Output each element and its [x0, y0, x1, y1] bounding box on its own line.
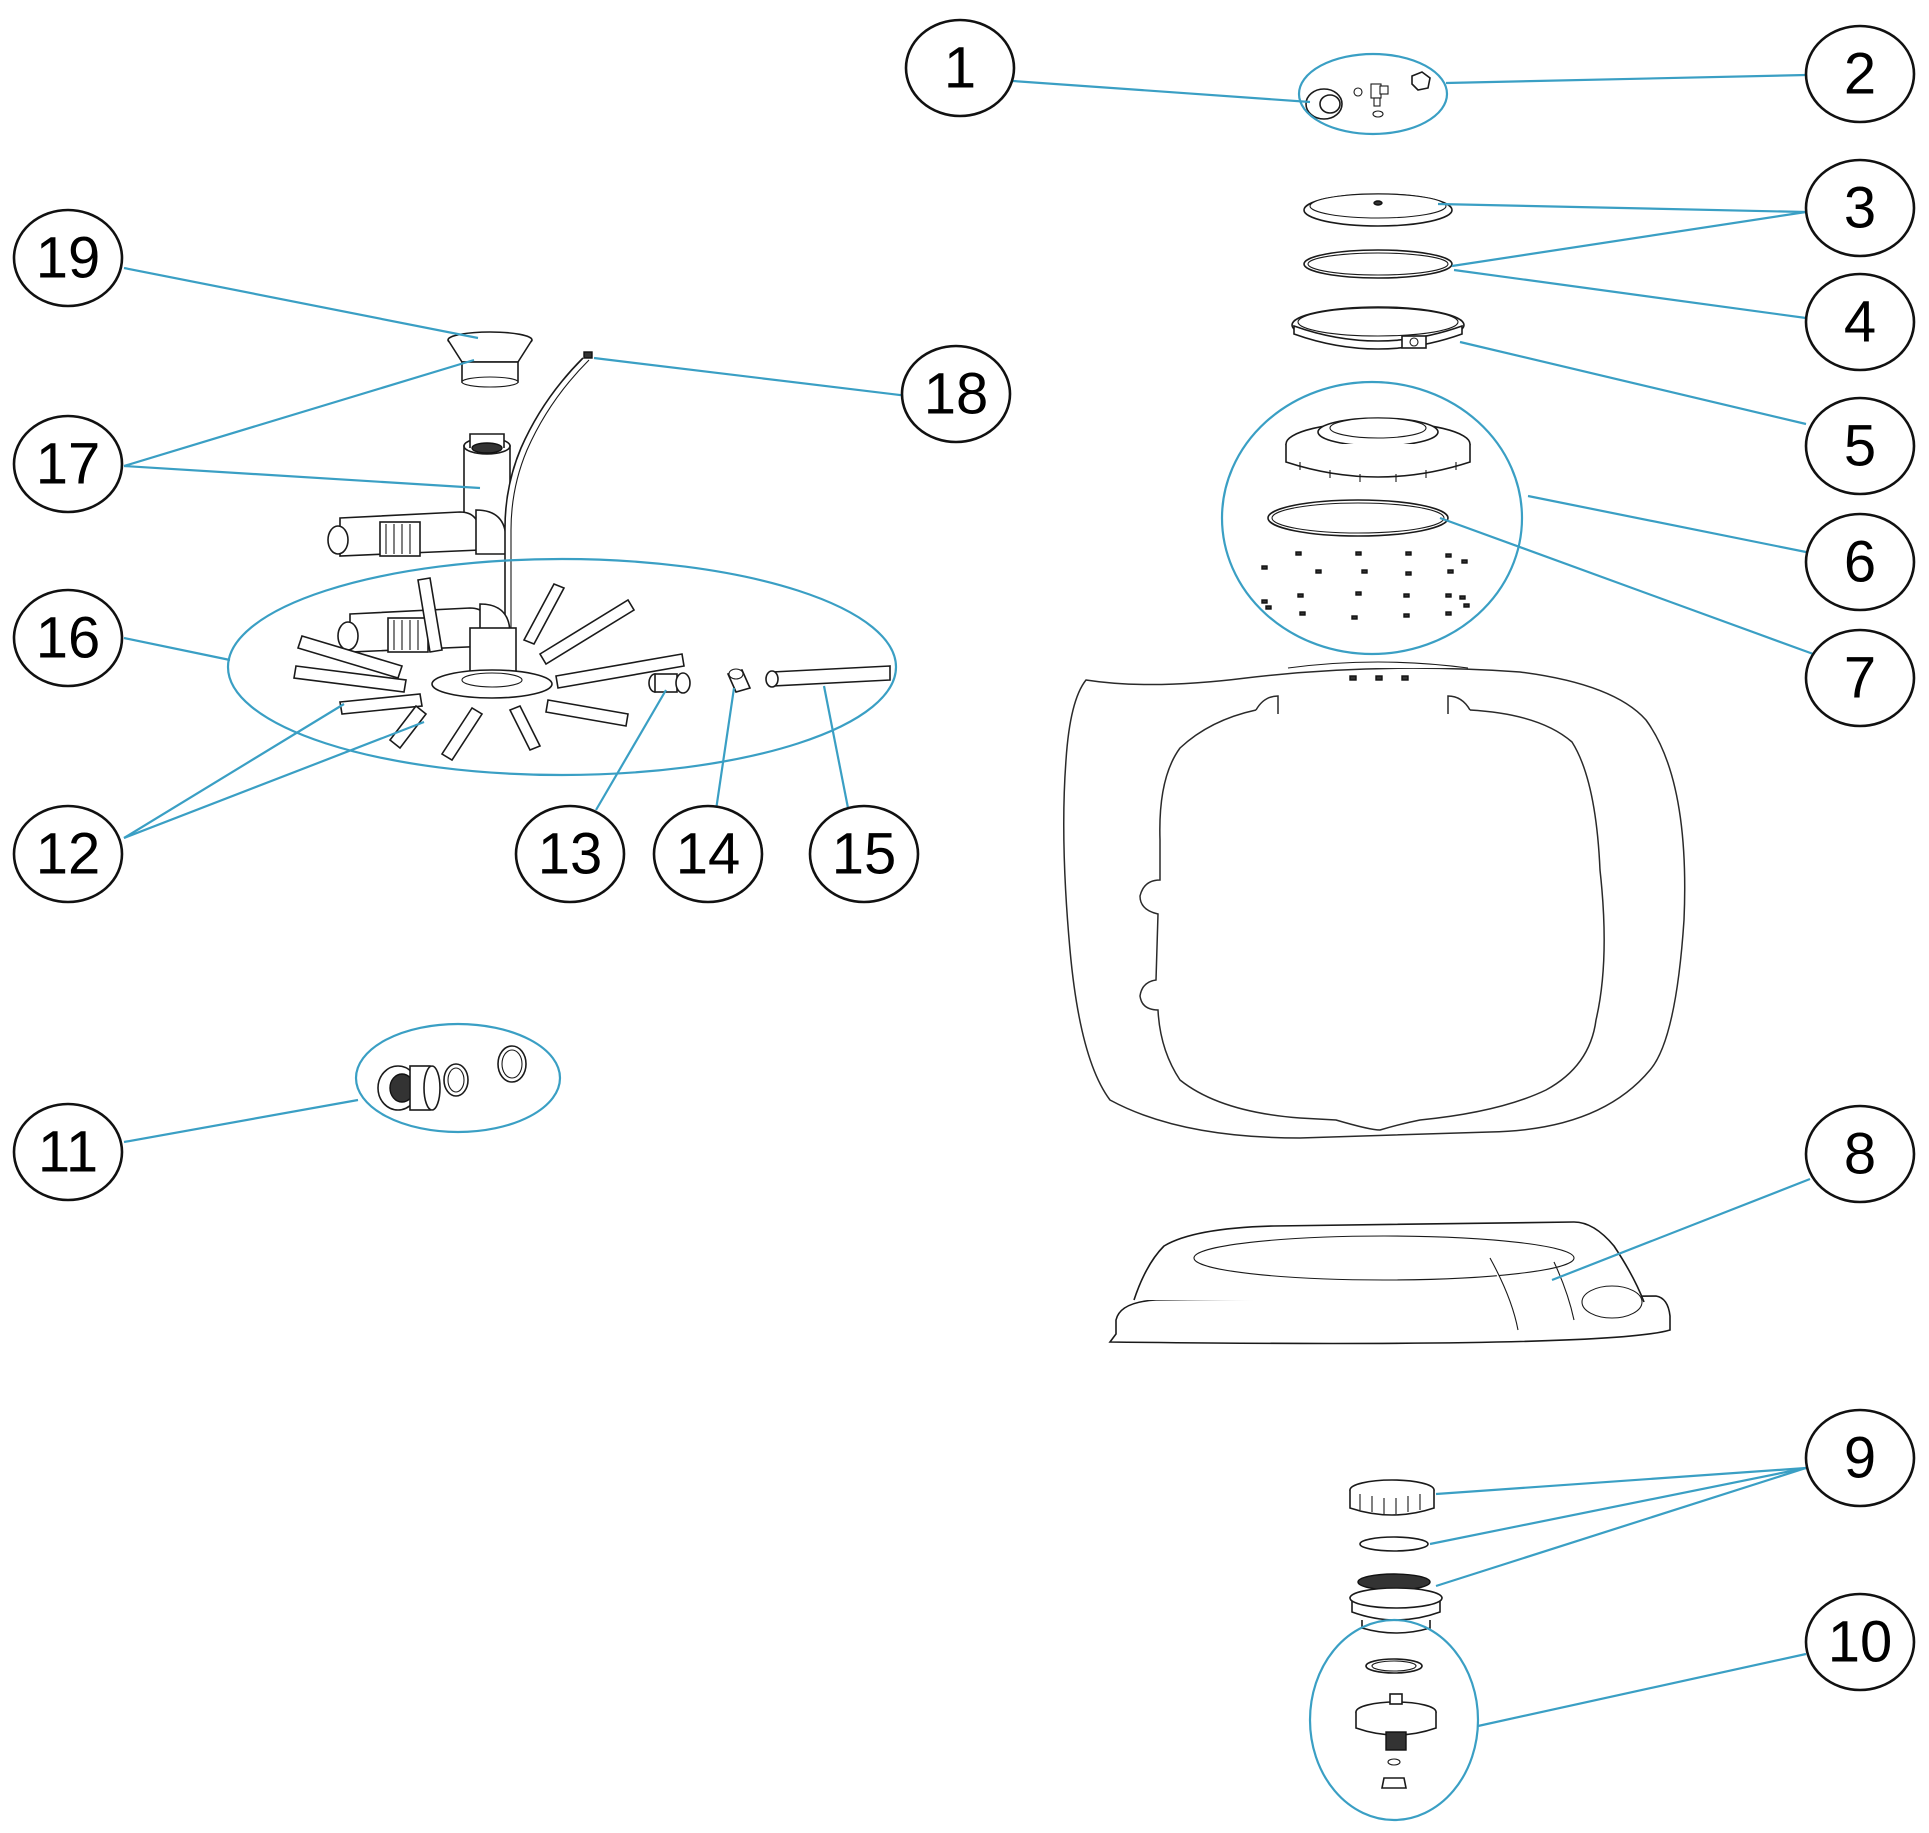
- leader-3b: [1451, 210, 1807, 268]
- leader-2: [1445, 73, 1807, 85]
- part-air-tube: [504, 351, 593, 670]
- leader-18: [593, 356, 909, 398]
- callout-label: 11: [38, 1120, 98, 1185]
- callout-8: 8: [1804, 1104, 1916, 1204]
- part-lid-o-ring: [1303, 249, 1453, 279]
- callout-19: 19: [12, 208, 124, 308]
- callout-label: 5: [1844, 414, 1876, 479]
- part-laterals: [293, 577, 685, 762]
- part-drain-fitting: [1349, 1479, 1443, 1634]
- leader-4: [1453, 268, 1807, 320]
- callout-label: 10: [1828, 1610, 1893, 1675]
- leader-7: [1439, 516, 1817, 657]
- part-collector-hub: [293, 577, 685, 762]
- callout-label: 7: [1844, 646, 1876, 711]
- part-lid: [1303, 193, 1453, 227]
- callout-1: 1: [904, 18, 1016, 118]
- leader-lines: [123, 73, 1817, 1728]
- part-union-connector: [377, 1045, 527, 1111]
- part-upper-pipe: [327, 433, 511, 557]
- group-ellipse-collector: [226, 557, 898, 777]
- callout-5: 5: [1804, 396, 1916, 496]
- callout-18: 18: [900, 344, 1012, 444]
- leader-5: [1459, 340, 1807, 426]
- leader-12b: [123, 720, 425, 840]
- leader-9c: [1435, 1466, 1807, 1588]
- group-ellipse-neck: [1220, 380, 1524, 656]
- part-clamp-ring: [1291, 306, 1465, 350]
- leader-3a: [1437, 202, 1807, 214]
- callout-11: 11: [12, 1102, 124, 1202]
- callout-label: 2: [1844, 42, 1876, 107]
- callout-label: 19: [36, 226, 101, 291]
- part-lateral-plug: [648, 672, 691, 694]
- callout-label: 13: [538, 822, 603, 887]
- callout-label: 1: [944, 36, 976, 101]
- callout-label: 12: [36, 822, 101, 887]
- callout-label: 3: [1844, 176, 1876, 241]
- leader-12a: [123, 703, 345, 839]
- callout-13: 13: [514, 804, 626, 904]
- part-tank-body: [1063, 661, 1686, 1139]
- leader-11: [123, 1098, 359, 1144]
- callout-2: 2: [1804, 24, 1916, 124]
- part-funnel: [447, 331, 533, 388]
- leader-8: [1551, 1177, 1811, 1282]
- part-neck-assembly: [1261, 417, 1471, 620]
- part-lateral-sleeve: [726, 668, 752, 693]
- callout-9: 9: [1804, 1408, 1916, 1508]
- callout-label: 16: [36, 606, 101, 671]
- callout-label: 17: [36, 432, 101, 497]
- leader-17b: [123, 464, 481, 490]
- callout-label: 8: [1844, 1122, 1876, 1187]
- callout-label: 14: [676, 822, 741, 887]
- part-screws: [1261, 551, 1470, 620]
- callout-16: 16: [12, 588, 124, 688]
- leader-19: [123, 266, 479, 340]
- leader-9a: [1435, 1466, 1807, 1496]
- callout-15: 15: [808, 804, 920, 904]
- callout-label: 9: [1844, 1426, 1876, 1491]
- callout-label: 18: [924, 362, 989, 427]
- callout-6: 6: [1804, 512, 1916, 612]
- callout-label: 4: [1844, 290, 1876, 355]
- leader-16: [123, 636, 231, 662]
- callout-3: 3: [1804, 158, 1916, 258]
- part-cap-and-vent: [1305, 71, 1431, 120]
- leader-15: [822, 685, 850, 809]
- group-ellipse-drain-plug: [1308, 1618, 1480, 1822]
- callout-12: 12: [12, 804, 124, 904]
- callout-7: 7: [1804, 628, 1916, 728]
- group-ellipse-cap: [1297, 52, 1449, 136]
- part-drain-plug: [1355, 1658, 1437, 1789]
- leader-1: [1012, 79, 1311, 104]
- callout-label: 6: [1844, 530, 1876, 595]
- part-lateral-pipe: [765, 665, 891, 688]
- callout-label: 15: [832, 822, 897, 887]
- leader-6: [1527, 494, 1807, 554]
- leader-9b: [1429, 1466, 1807, 1546]
- leader-14: [714, 687, 736, 811]
- leader-10: [1477, 1652, 1807, 1728]
- leader-17a: [123, 358, 475, 468]
- callout-10: 10: [1804, 1592, 1916, 1692]
- group-ellipse-union: [354, 1022, 562, 1134]
- leader-13: [595, 689, 667, 811]
- part-base-stand: [1108, 1221, 1671, 1345]
- callout-14: 14: [652, 804, 764, 904]
- callout-4: 4: [1804, 272, 1916, 372]
- callout-17: 17: [12, 414, 124, 514]
